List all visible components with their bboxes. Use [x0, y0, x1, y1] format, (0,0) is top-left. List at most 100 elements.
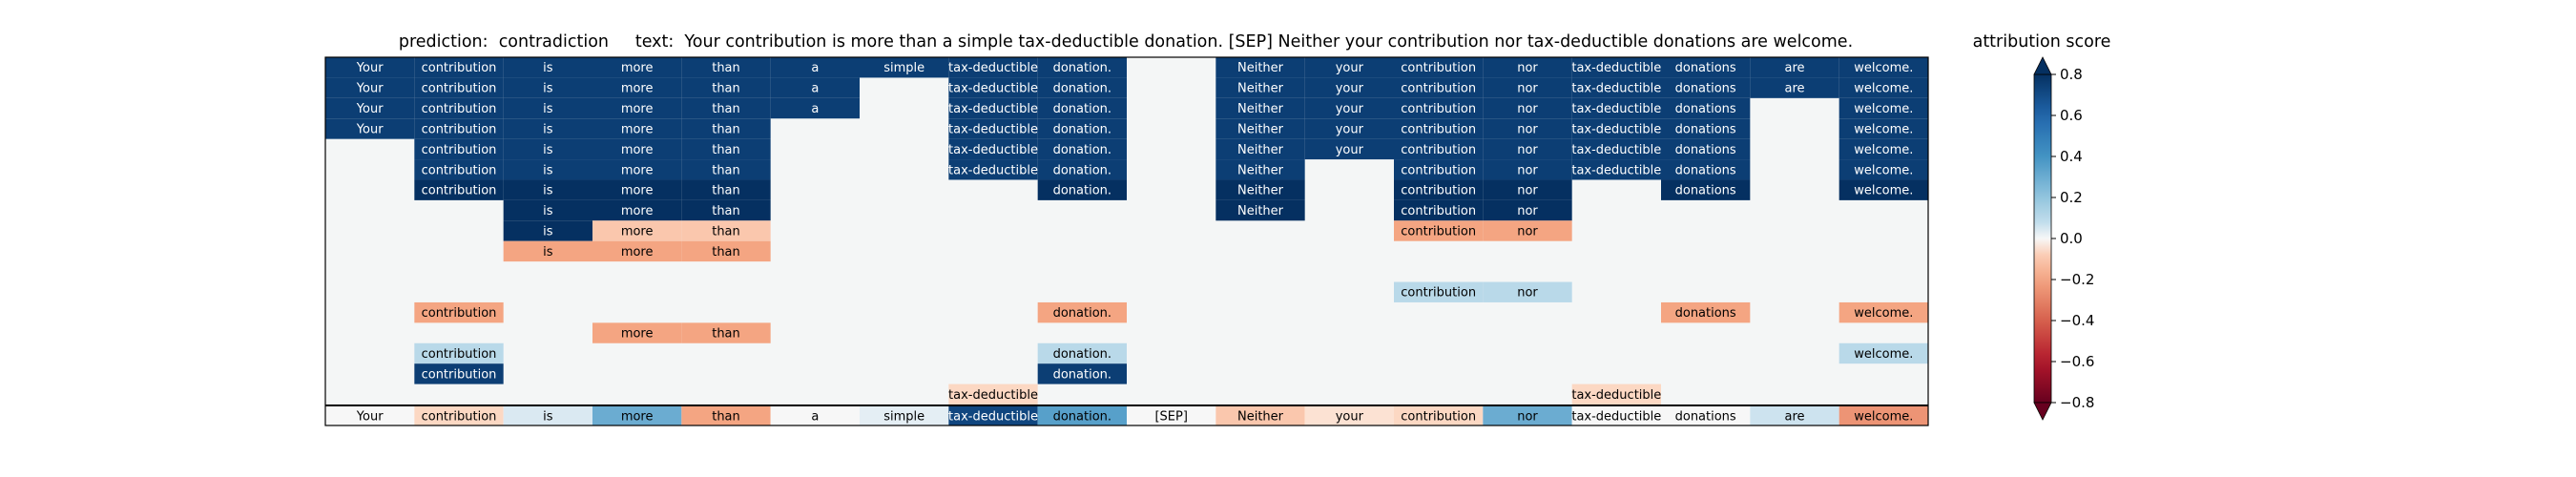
heat-cell-label: Neither [1237, 102, 1284, 116]
heat-cell [1661, 159, 1751, 180]
heat-cell [503, 220, 592, 241]
heat-cell [414, 118, 504, 139]
heat-cell [592, 97, 682, 119]
heat-cell-label: than [712, 61, 740, 75]
heat-cell-label: Neither [1237, 82, 1284, 96]
heat-cell [503, 138, 592, 160]
heat-cell [1750, 77, 1839, 98]
heat-cell-label: donation. [1053, 82, 1111, 96]
heat-cell [770, 77, 860, 98]
heat-cell-label: more [621, 102, 654, 116]
heat-cell-label: welcome. [1854, 143, 1913, 157]
heat-cell [681, 159, 771, 180]
heat-cell-label: more [621, 245, 654, 259]
summary-cell-label: a [811, 410, 819, 425]
heat-cell [592, 199, 682, 221]
heat-cell-label: tax-deductible [1571, 82, 1661, 96]
heat-cell-label: donation. [1053, 347, 1111, 362]
heat-cell [1483, 97, 1572, 119]
heat-cell-label: more [621, 204, 654, 218]
summary-cell [1571, 406, 1661, 425]
heat-cell-label: nor [1517, 163, 1538, 177]
heat-cell-label: welcome. [1854, 306, 1913, 321]
heat-cell [1839, 342, 1928, 364]
heat-cell [1839, 77, 1928, 98]
heat-cell-label: is [543, 61, 553, 75]
colorbar-tick-label: −0.4 [2060, 312, 2094, 329]
heat-cell-label: contribution [422, 306, 497, 321]
summary-cell [1304, 406, 1394, 425]
colorbar-max-arrow [2033, 56, 2052, 75]
heat-cell [1661, 77, 1751, 98]
heat-cell-label: nor [1517, 82, 1538, 96]
heat-cell [1839, 97, 1928, 119]
heat-cell [948, 57, 1038, 78]
summary-cell-label: is [543, 410, 553, 425]
heat-cell-label: your [1336, 61, 1364, 75]
summary-cell [948, 406, 1038, 425]
heat-cell [1215, 118, 1305, 139]
heat-cell-label: donations [1675, 143, 1736, 157]
heat-cell-label: welcome. [1854, 82, 1913, 96]
heat-cell-label: Your [356, 61, 384, 75]
heat-cell [1394, 97, 1484, 119]
heat-cell-label: contribution [422, 163, 497, 177]
colorbar-tick-label: 0.0 [2060, 230, 2083, 247]
heat-cell-label: welcome. [1854, 347, 1913, 362]
heat-cell [592, 118, 682, 139]
heat-cell-label: a [811, 82, 819, 96]
summary-cell [1215, 406, 1305, 425]
heat-cell [1037, 97, 1127, 119]
heat-cell-label: your [1336, 82, 1364, 96]
heat-cell [1037, 342, 1127, 364]
heat-cell [414, 301, 504, 323]
text-label: text: [634, 32, 675, 52]
heat-cell-label: tax-deductible [1571, 61, 1661, 75]
heat-cell [414, 138, 504, 160]
heat-cell-label: is [543, 163, 553, 177]
heat-cell [1304, 138, 1394, 160]
heat-cell-label: contribution [422, 184, 497, 198]
heat-cell [1661, 138, 1751, 160]
heat-cell [1037, 118, 1127, 139]
heat-cell [1304, 118, 1394, 139]
heat-cell-label: Neither [1237, 143, 1284, 157]
heat-cell [1839, 301, 1928, 323]
heat-cell [414, 363, 504, 384]
heat-cell [503, 159, 592, 180]
heat-cell [1661, 179, 1751, 200]
heat-cell [1483, 159, 1572, 180]
heat-cell-label: welcome. [1854, 102, 1913, 116]
summary-cell-label: donation. [1053, 410, 1111, 425]
heat-cell [1483, 179, 1572, 200]
heat-cell [414, 342, 504, 364]
heat-cell [681, 199, 771, 221]
heat-cell [1037, 301, 1127, 323]
heat-cell-label: your [1336, 122, 1364, 136]
heat-cell-label: donations [1675, 306, 1736, 321]
colorbar: 0.80.60.40.20.0−0.2−0.4−0.6−0.8 [2033, 56, 2094, 421]
heat-cell-label: tax-deductible [1571, 122, 1661, 136]
heat-cell-label: is [543, 143, 553, 157]
heat-cell [681, 57, 771, 78]
heat-cell-label: tax-deductible [948, 163, 1038, 177]
heat-cell [948, 97, 1038, 119]
summary-cell [1750, 406, 1839, 425]
heat-cell-label: donations [1675, 184, 1736, 198]
heat-cell-label: welcome. [1854, 61, 1913, 75]
summary-cell-label: more [621, 410, 654, 425]
heat-cell [1394, 179, 1484, 200]
heat-cell [1483, 57, 1572, 78]
colorbar-tick-label: 0.4 [2060, 148, 2083, 165]
summary-cell [1483, 406, 1572, 425]
heat-cell-label: than [712, 82, 740, 96]
heat-cell [1037, 363, 1127, 384]
heat-cell [592, 240, 682, 262]
heat-cell [592, 179, 682, 200]
heat-cell-label: contribution [1401, 102, 1476, 116]
heat-cell [948, 384, 1038, 405]
heat-cell [1394, 138, 1484, 160]
heat-cell [325, 77, 415, 98]
summary-cell [592, 406, 682, 425]
